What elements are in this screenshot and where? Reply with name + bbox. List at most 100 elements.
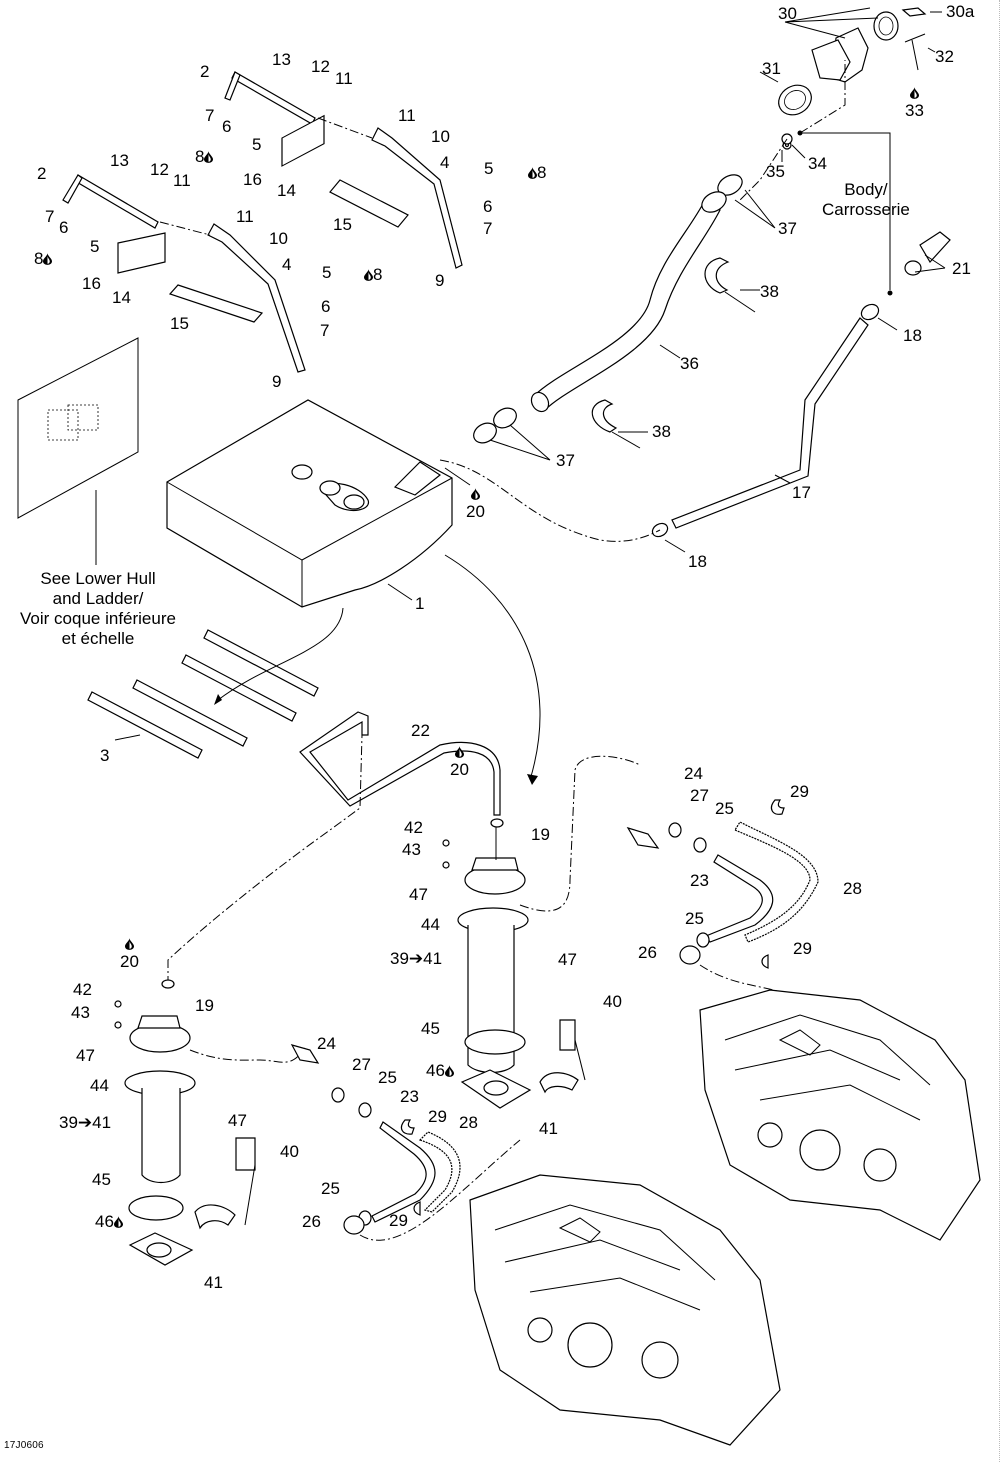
- callout-43: 43: [402, 841, 421, 859]
- clamps-37-top: [701, 174, 743, 213]
- callout-number: 20: [450, 760, 469, 779]
- hose-17: [671, 317, 869, 529]
- callout-16: 16: [243, 171, 262, 189]
- callout-number: 31: [762, 59, 781, 78]
- callout-29: 29: [793, 940, 812, 958]
- body-note-line: Carrosserie: [822, 200, 910, 219]
- pads-3: [87, 607, 344, 759]
- callout-10: 10: [269, 230, 288, 248]
- callout-19: 19: [195, 997, 214, 1015]
- callout-number: 12: [150, 160, 169, 179]
- callout-21: 21: [952, 260, 971, 278]
- callout-number: 11: [236, 207, 254, 226]
- callout-4: 4: [440, 154, 449, 172]
- leader-lines: [114, 7, 946, 741]
- callout-45: 45: [421, 1020, 440, 1038]
- callout-28: 28: [843, 880, 862, 898]
- callout-25: 25: [685, 910, 704, 928]
- callout-number: 47: [409, 885, 428, 904]
- callout-24: 24: [317, 1035, 336, 1053]
- callout-6: 6: [59, 219, 68, 237]
- screw-32: [904, 33, 926, 43]
- callout-number: 2: [200, 62, 210, 81]
- callout-number: 11: [335, 69, 353, 88]
- callout-number: 16: [243, 170, 262, 189]
- loctite-drop-icon: [113, 1216, 123, 1228]
- tie-strap-38-top: [704, 257, 756, 313]
- callout-7: 7: [483, 220, 492, 238]
- callout-number: 46: [95, 1212, 114, 1231]
- fuel-pump-right: [442, 755, 641, 1109]
- callout-number: 10: [431, 127, 450, 146]
- callout-5: 5: [322, 264, 331, 282]
- callout-number: 20: [466, 502, 485, 521]
- callout-23: 23: [690, 872, 709, 890]
- callout-13: 13: [272, 51, 291, 69]
- callout-7: 7: [205, 107, 214, 125]
- callout-number: 47: [558, 950, 577, 969]
- callout-27: 27: [352, 1056, 371, 1074]
- callout-number: 37: [556, 451, 575, 470]
- callout-number: 8: [537, 163, 547, 182]
- fuel-line-22: [299, 711, 501, 816]
- callout-number: 27: [690, 786, 709, 805]
- callout-36: 36: [680, 355, 699, 373]
- callout-number: 14: [112, 288, 131, 307]
- body-note: Body/ Carrosserie: [822, 180, 910, 220]
- callout-14: 14: [277, 182, 296, 200]
- callout-37: 37: [556, 452, 575, 470]
- callout-number: 47: [228, 1111, 247, 1130]
- callout-13: 13: [110, 152, 129, 170]
- loctite-drop-icon: [909, 87, 919, 99]
- callout-47: 47: [228, 1112, 247, 1130]
- callout-number: 30: [778, 4, 797, 23]
- callout-number: 6: [222, 117, 232, 136]
- callout-47: 47: [409, 886, 428, 904]
- callout-23: 23: [400, 1088, 419, 1106]
- callout-11: 11: [173, 172, 191, 190]
- callout-26: 26: [638, 944, 657, 962]
- callout-number: 7: [320, 321, 330, 340]
- callout-number: 32: [935, 47, 954, 66]
- callout-31: 31: [762, 60, 781, 78]
- callout-9: 9: [435, 272, 444, 290]
- callout-number: 5: [322, 263, 332, 282]
- filler-neck-assembly: [739, 7, 927, 296]
- callout-18: 18: [903, 327, 922, 345]
- callout-6: 6: [321, 298, 330, 316]
- callout-number: 25: [715, 799, 734, 818]
- callout-number: 17: [792, 483, 811, 502]
- routing-line: [439, 459, 661, 542]
- callout-number: 5: [90, 237, 100, 256]
- callout-number: 6: [483, 197, 493, 216]
- callout-number: 1: [415, 594, 425, 613]
- callout-number: 44: [421, 915, 440, 934]
- callout-number: 20: [120, 952, 139, 971]
- callout-number: 7: [205, 106, 215, 125]
- filler-cap-ring: [873, 11, 899, 41]
- callout-34: 34: [808, 155, 827, 173]
- callout-number: 30a: [946, 2, 975, 21]
- callout-number: 41: [539, 1119, 558, 1138]
- callout-number: 26: [302, 1212, 321, 1231]
- callout-38: 38: [760, 283, 779, 301]
- callout-11: 11: [236, 208, 254, 226]
- callout-7: 7: [45, 208, 54, 226]
- callout-number: 23: [690, 871, 709, 890]
- callout-number: 6: [321, 297, 331, 316]
- callout-38: 38: [652, 423, 671, 441]
- callout-26: 26: [302, 1213, 321, 1231]
- callout-8: 8: [364, 266, 382, 284]
- callout-number: 5: [484, 159, 494, 178]
- callout-number: 29: [389, 1211, 408, 1230]
- callout-number: 42: [73, 980, 92, 999]
- callout-number: 25: [378, 1068, 397, 1087]
- callout-41: 41: [204, 1274, 223, 1292]
- callout-number: 22: [411, 721, 430, 740]
- callout-20: 20: [450, 743, 469, 779]
- callout-number: 24: [684, 764, 703, 783]
- callout-37: 37: [778, 220, 797, 238]
- loctite-drop-icon: [204, 151, 214, 163]
- callout-29: 29: [790, 783, 809, 801]
